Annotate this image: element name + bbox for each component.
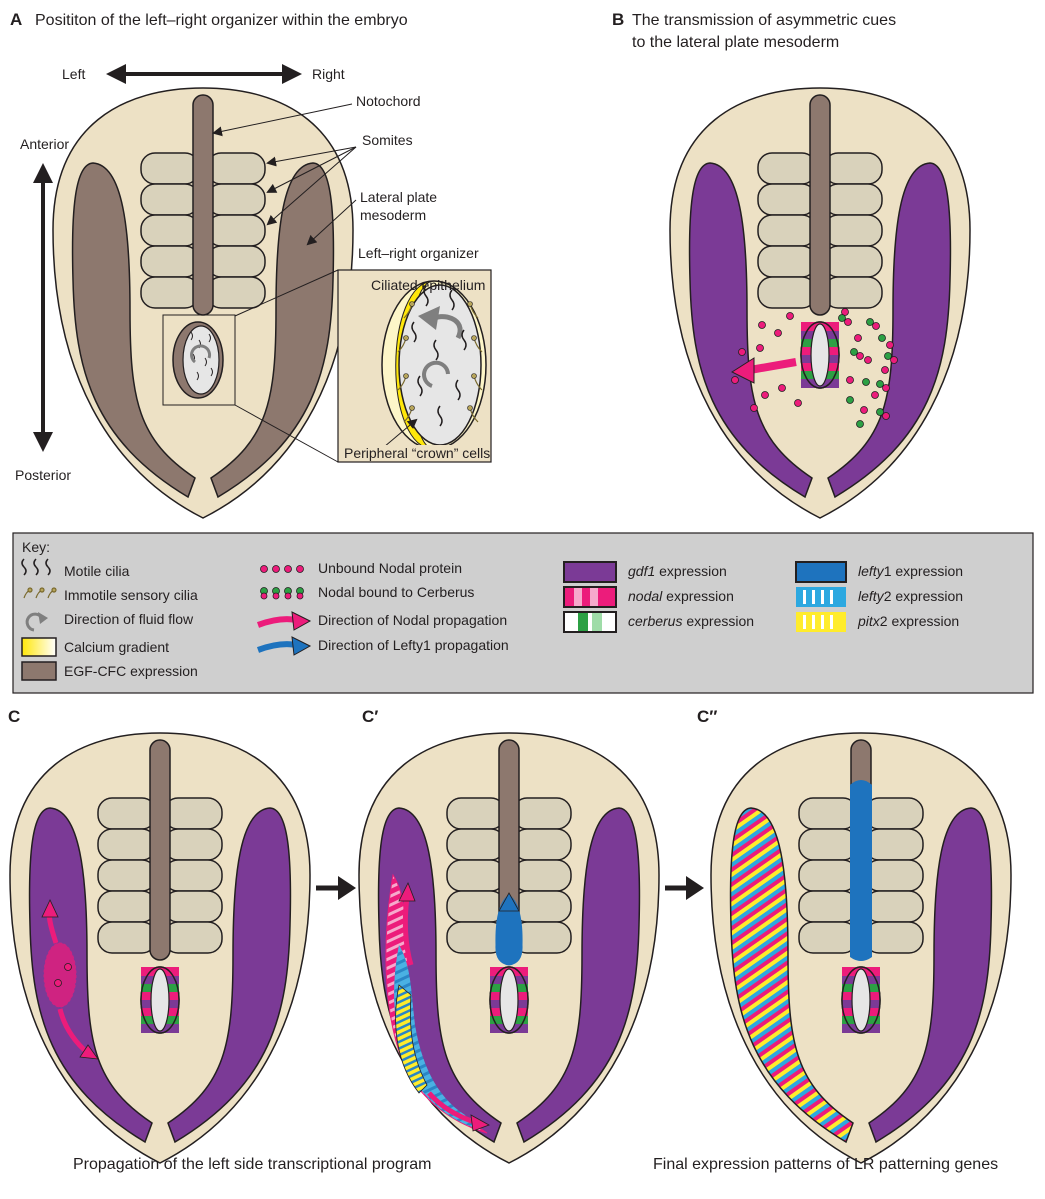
cerberus-swatch (564, 612, 616, 632)
crown-cells-label: Peripheral “crown” cells (344, 445, 490, 461)
key-cerberus-rest: expression (682, 613, 754, 629)
key-lefty2-name: lefty (858, 588, 885, 604)
key-lefty2-rest: 2 expression (884, 588, 963, 604)
key-title: Key: (22, 539, 50, 555)
lpm-label-line1: Lateral plate (360, 189, 437, 205)
right-arrowhead-icon (282, 64, 302, 84)
panel-b-title-line1: The transmission of asymmetric cues (632, 12, 896, 29)
embryo-b (670, 88, 970, 518)
panel-a-letter: A (10, 10, 22, 29)
left-arrowhead-icon (106, 64, 126, 84)
gdf1-swatch (564, 562, 616, 582)
lro-label: Left–right organizer (358, 245, 479, 261)
key-nodal-dir: Direction of Nodal propagation (318, 612, 507, 628)
key-calcium: Calcium gradient (64, 639, 169, 655)
anterior-arrowhead-icon (33, 163, 53, 183)
lpm-label-line2: mesoderm (360, 207, 426, 223)
notochord-label: Notochord (356, 93, 421, 109)
panel-c-double-prime-letter: C″ (697, 707, 717, 726)
svg-text:nodal expression: nodal expression (628, 588, 734, 604)
panel-c: C C′ C″ (8, 707, 1011, 1173)
notochord-a (193, 95, 213, 315)
svg-text:lefty2 expression: lefty2 expression (858, 588, 963, 604)
posterior-label: Posterior (15, 467, 71, 483)
svg-text:pitx2 expression: pitx2 expression (857, 613, 959, 629)
ciliated-epithelium-label: Ciliated epithelium (371, 277, 485, 293)
lefty1-midline-c-double-prime (850, 780, 872, 961)
key-pitx2-name: pitx (857, 613, 881, 629)
pitx2-swatch (796, 612, 846, 632)
caption-final: Final expression patterns of LR patterni… (653, 1156, 998, 1173)
embryo-a (53, 88, 353, 518)
key-gdf1-name: gdf1 (628, 563, 655, 579)
embryo-c (10, 733, 310, 1163)
key-unbound: Unbound Nodal protein (318, 560, 462, 576)
egfcfc-swatch (22, 662, 56, 680)
panel-b-letter: B (612, 10, 624, 29)
key-bound: Nodal bound to Cerberus (318, 584, 474, 600)
embryo-c-prime (359, 733, 659, 1163)
lefty2-swatch (796, 587, 846, 607)
svg-text:lefty1 expression: lefty1 expression (858, 563, 963, 579)
panel-c-letter: C (8, 707, 20, 726)
key-gdf1-rest: expression (655, 563, 727, 579)
anterior-label: Anterior (20, 136, 69, 152)
key-lefty1-rest: 1 expression (884, 563, 963, 579)
notochord-b (810, 95, 830, 315)
key-nodal-rest: expression (662, 588, 734, 604)
key-egfcfc: EGF-CFC expression (64, 663, 198, 679)
caption-propagation: Propagation of the left side transcripti… (73, 1156, 431, 1173)
svg-text:gdf1 expression: gdf1 expression (628, 563, 727, 579)
panel-c-prime-letter: C′ (362, 707, 378, 726)
panel-a: A Posititon of the left–right organizer … (10, 10, 491, 518)
arrow-cprime-to-cdouble-icon (686, 876, 704, 900)
nodal-swatch (564, 587, 616, 607)
key-lefty-dir: Direction of Lefty1 propagation (318, 637, 509, 653)
key-cerberus-name: cerberus (628, 613, 682, 629)
key-pitx2-rest: 2 expression (880, 613, 959, 629)
somites-label: Somites (362, 132, 413, 148)
embryo-c-double-prime (711, 733, 1011, 1163)
key-motile: Motile cilia (64, 563, 130, 579)
key-immotile: Immotile sensory cilia (64, 587, 198, 603)
arrow-c-to-cprime-icon (338, 876, 356, 900)
right-label: Right (312, 66, 345, 82)
key-nodal-name: nodal (628, 588, 663, 604)
panel-b-title-line2: to the lateral plate mesoderm (632, 34, 839, 51)
panel-b: B The transmission of asymmetric cues to… (612, 10, 970, 518)
lro-b (801, 322, 839, 388)
lefty1-swatch (796, 562, 846, 582)
key-box: Key: Motile cilia Immotile sensory cilia… (13, 533, 1033, 693)
posterior-arrowhead-icon (33, 432, 53, 452)
key-flow: Direction of fluid flow (64, 611, 194, 627)
nodal-patch-c (44, 943, 76, 1007)
calcium-gradient-swatch (22, 638, 56, 656)
lro-inset: Ciliated epithelium Peripheral “crown” c… (338, 270, 491, 462)
key-lefty1-name: lefty (858, 563, 885, 579)
panel-a-title: Posititon of the left–right organizer wi… (35, 12, 408, 29)
left-label: Left (62, 66, 85, 82)
svg-text:cerberus expression: cerberus expression (628, 613, 754, 629)
